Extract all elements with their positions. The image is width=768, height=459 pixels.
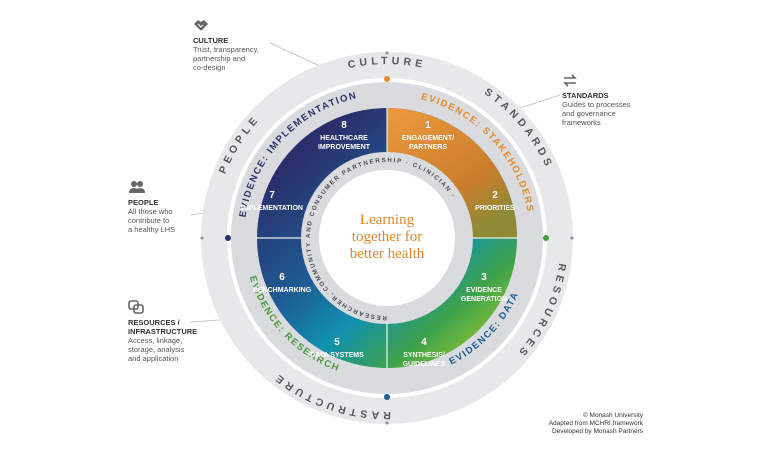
resources-side-label: RESOURCES / INFRASTRUCTURE Access, linka…: [128, 300, 197, 363]
segment-5-number: 5: [334, 337, 340, 348]
segment-8-label: HEALTHCARE: [320, 135, 368, 142]
segment-8-number: 8: [341, 120, 347, 131]
segment-3-number: 3: [481, 272, 487, 283]
segment-1-label: PARTNERS: [409, 144, 447, 151]
segment-7-number: 7: [269, 190, 275, 201]
segment-4-label: SYNTHESIS/: [403, 352, 445, 359]
people-title: PEOPLE: [128, 198, 159, 207]
center-title-line: Learning: [360, 212, 415, 228]
culture-title: CULTURE: [193, 36, 229, 45]
segment-7-label: IMPLEMENTATION: [241, 205, 303, 212]
outer-label-culture: CULTURE: [347, 55, 423, 71]
people-side-label: PEOPLE All those who contribute to a hea…: [128, 180, 175, 234]
center-title-line: better health: [350, 246, 425, 262]
standards-desc-3: frameworks: [562, 118, 601, 127]
segment-3-label: EVIDENCE: [466, 287, 502, 294]
exchange-arrows-icon: [563, 74, 577, 87]
segment-3-label: GENERATION: [461, 296, 507, 303]
center-title-line: together for: [352, 229, 422, 245]
culture-desc-2: partnership and: [193, 54, 246, 63]
ring-dots: [200, 51, 574, 425]
credit-line-3: Developed by Monash Partners: [551, 428, 643, 435]
culture-desc-1: Trust, transparency,: [193, 45, 259, 54]
credits: © Monash University Adapted from MCHRI f…: [549, 412, 643, 436]
segment-2-number: 2: [492, 190, 498, 201]
resources-desc-2: storage, analysis: [128, 345, 185, 354]
credit-line-1: © Monash University: [582, 412, 643, 419]
segment-8-label: IMPROVEMENT: [318, 144, 371, 151]
people-desc-3: a healthy LHS: [128, 225, 176, 234]
handshake-icon: [194, 20, 208, 31]
culture-side-label: CULTURE Trust, transparency, partnership…: [193, 18, 259, 72]
center-circle: [319, 170, 455, 306]
segment-2-label: PRIORITIES: [475, 205, 515, 212]
credit-line-2: Adapted from MCHRI framework: [548, 420, 643, 427]
resources-desc-1: Access, linkage,: [128, 336, 183, 345]
standards-desc-2: and governance: [562, 109, 616, 118]
standards-side-label: STANDARDS Guides to processes and govern…: [562, 74, 630, 127]
resources-title: RESOURCES /: [128, 318, 180, 327]
segment-6-label: BENCHMARKING: [253, 287, 312, 294]
standards-desc-1: Guides to processes: [562, 100, 631, 109]
segment-5-label: DATA SYSTEMS: [310, 352, 364, 359]
people-desc-2: contribute to: [128, 216, 170, 225]
segment-6-number: 6: [279, 272, 285, 283]
linked-squares-icon: [128, 300, 144, 314]
culture-desc-3: co-design: [193, 63, 226, 72]
segment-1-number: 1: [425, 120, 431, 131]
segment-1-label: ENGAGEMENT/: [402, 135, 454, 142]
segment-4-number: 4: [421, 337, 427, 348]
svg-text:CULTURE: CULTURE: [347, 55, 427, 71]
resources-title-2: INFRASTRUCTURE: [128, 327, 198, 336]
people-icon: [129, 181, 145, 193]
standards-title: STANDARDS: [562, 91, 609, 100]
segment-4-label: GUIDELINES: [403, 361, 446, 368]
resources-desc-3: and application: [128, 354, 179, 363]
people-desc-1: All those who: [128, 207, 173, 216]
